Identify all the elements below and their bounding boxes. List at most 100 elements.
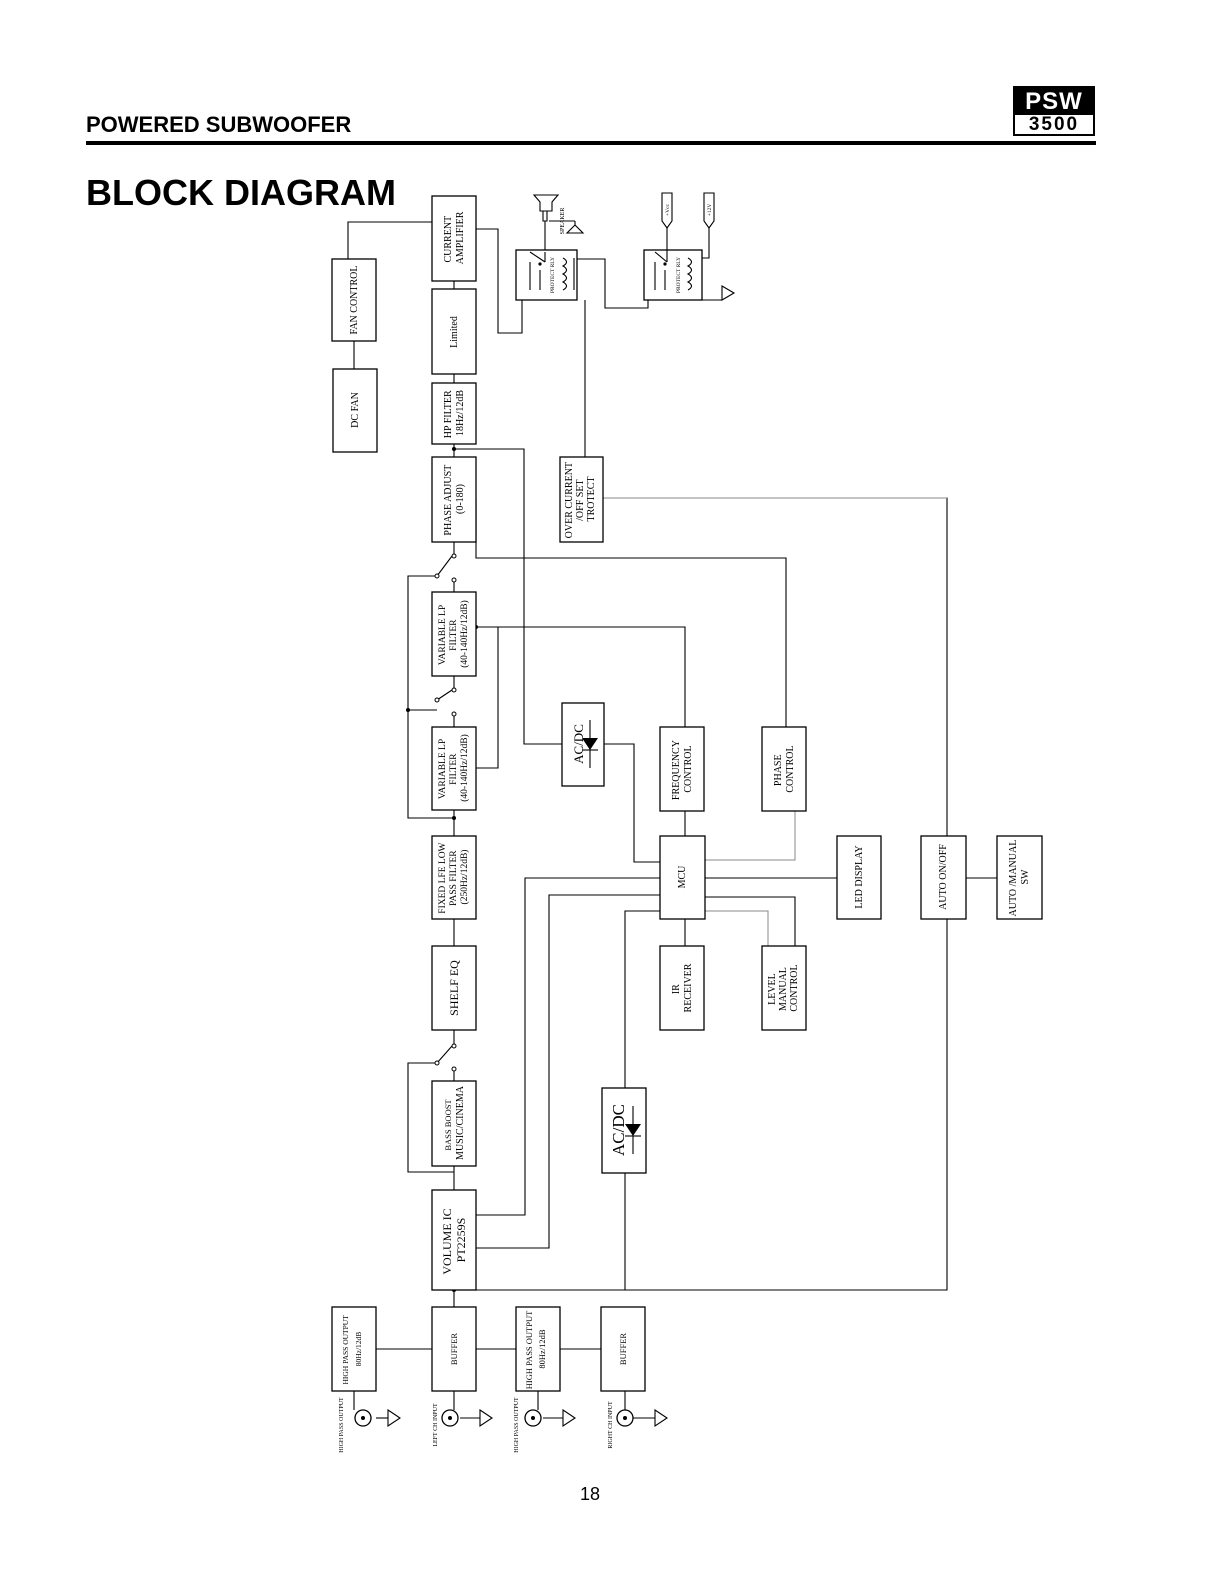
- variable-lp-2-line-1: VARIABLE LP: [438, 739, 448, 799]
- hp-filter-line-2: 18Hz/12dB: [455, 390, 466, 436]
- high-pass-output-2-line-2: 80Hz/12dB: [537, 1329, 547, 1369]
- svg-text:FIXED LFE LOW PASS FIL: FIXED LFE LOW PASS FILTER (250Hz/12dB): [438, 840, 470, 913]
- svg-text:SHELF EQ: SHELF EQ: [447, 960, 461, 1016]
- level-manual-line-3: CONTROL: [789, 964, 800, 1011]
- current-amplifier-line-1: CURRENT: [443, 216, 454, 263]
- svg-text:PROTECT RLY: PROTECT RLY: [676, 257, 682, 293]
- block-bass-boost: BASS BOOST MUSIC/CINEMA: [431, 1080, 477, 1167]
- vcc-label: +Vcc: [665, 203, 671, 216]
- variable-lp-2-line-3: (40-140Hz/12dB): [459, 734, 470, 802]
- svg-text:DC FAN: DC FAN: [350, 392, 361, 428]
- svg-text:FREQUENCY CONTROL: FREQUENCY CONTROL: [671, 738, 694, 800]
- speaker-label: SPEAKER: [560, 208, 566, 235]
- svg-text:HIGH PASS OUTPUT 80Hz/: HIGH PASS OUTPUT 80Hz/12dB: [341, 1313, 363, 1384]
- svg-text:Limited: Limited: [449, 316, 460, 348]
- ground-symbols: [387, 221, 736, 1428]
- acdc-2-label: AC/DC: [609, 1104, 628, 1156]
- variable-lp-1-line-1: VARIABLE LP: [438, 605, 448, 665]
- acdc-1-label: AC/DC: [571, 724, 586, 764]
- block-hp-filter: HP FILTER 18Hz/12dB: [431, 382, 477, 445]
- diode-icon: [625, 1106, 641, 1154]
- jack-high-pass-output-1: HIGH PASS OUTPUT: [339, 1397, 372, 1453]
- level-manual-line-1: LEVEL: [767, 973, 778, 1005]
- block-high-pass-output-1: HIGH PASS OUTPUT 80Hz/12dB: [331, 1306, 377, 1392]
- phase-control-line-2: CONTROL: [785, 745, 796, 792]
- frequency-control-line-2: CONTROL: [683, 745, 694, 792]
- dc-fan-label: DC FAN: [350, 392, 361, 428]
- bass-boost-line-2: MUSIC/CINEMA: [455, 1085, 466, 1160]
- svg-text:+12V: +12V: [707, 204, 713, 217]
- svg-text:LEFT CH INPUT: LEFT CH INPUT: [433, 1403, 439, 1447]
- jack-right-ch-input: RIGHT CH INPUT: [608, 1401, 634, 1449]
- block-over-current: OVER CURRENT /OFF SET TROTECT: [559, 456, 604, 543]
- svg-text:AC/DC: AC/DC: [609, 1104, 628, 1156]
- block-level-manual-control: LEVEL MANUAL CONTROL: [761, 945, 807, 1031]
- relay-1: PROTECT RLY: [515, 249, 578, 301]
- block-auto-manual-sw: AUTO /MANUAL SW: [996, 835, 1043, 920]
- fan-control-label: FAN CONTROL: [349, 266, 360, 335]
- high-pass-output-2-line-1: HIGH PASS OUTPUT: [524, 1310, 534, 1389]
- header-rule: [86, 141, 1096, 145]
- block-volume-ic: VOLUME IC PT2259S: [431, 1189, 477, 1291]
- svg-text:AC/DC: AC/DC: [571, 724, 586, 764]
- svg-text:RIGHT CH INPUT: RIGHT CH INPUT: [608, 1401, 614, 1449]
- buffer-1-label: BUFFER: [449, 1333, 459, 1365]
- phase-adjust-line-2: (0-180): [455, 484, 466, 514]
- svg-text:LED DISPLAY: LED DISPLAY: [854, 845, 865, 908]
- phase-adjust-line-1: PHASE ADJUST: [443, 465, 454, 536]
- fixed-lfe-line-3: (250Hz/12dB): [459, 850, 470, 905]
- block-fixed-lfe-filter: FIXED LFE LOW PASS FILTER (250Hz/12dB): [431, 835, 477, 920]
- block-variable-lp-filter-2: VARIABLE LP FILTER (40-140Hz/12dB): [431, 726, 477, 811]
- block-limited: Limited: [431, 288, 477, 375]
- fixed-lfe-line-2: PASS FILTER: [449, 850, 459, 906]
- variable-lp-1-line-3: (40-140Hz/12dB): [459, 600, 470, 668]
- diode-icon: [582, 720, 598, 768]
- svg-text:+Vcc: +Vcc: [665, 203, 671, 216]
- phase-control-line-1: PHASE: [773, 754, 784, 786]
- auto-manual-sw-line-2: SW: [1020, 869, 1031, 885]
- svg-text:BASS BOOST MUSIC/CINEM: BASS BOOST MUSIC/CINEMA: [438, 1085, 466, 1160]
- svg-text:HIGH PASS OUTPUT: HIGH PASS OUTPUT: [514, 1397, 520, 1453]
- block-variable-lp-filter-1: VARIABLE LP FILTER (40-140Hz/12dB): [431, 591, 477, 677]
- block-high-pass-output-2: HIGH PASS OUTPUT 80Hz/12dB: [515, 1306, 561, 1392]
- jack-3-label: HIGH PASS OUTPUT: [514, 1397, 520, 1453]
- blocks: CURRENT AMPLIFIER FAN CONTROL Limited DC…: [331, 195, 1043, 1392]
- svg-text:PROTECT RLY: PROTECT RLY: [550, 257, 556, 293]
- svg-text:VARIABLE LP FILTER: VARIABLE LP FILTER (40-140Hz/12dB): [438, 734, 470, 802]
- svg-text:MCU: MCU: [677, 865, 688, 889]
- svg-text:VOLUME IC PT2259S: VOLUME IC PT2259S: [440, 1205, 468, 1274]
- block-acdc-2: AC/DC: [601, 1087, 647, 1174]
- block-fan-control: FAN CONTROL: [331, 258, 377, 342]
- svg-text:VARIABLE LP FILTER: VARIABLE LP FILTER (40-140Hz/12dB): [438, 600, 470, 668]
- buffer-2-label: BUFFER: [618, 1333, 628, 1365]
- relay-2-label: PROTECT RLY: [676, 257, 682, 293]
- bass-boost-line-1: BASS BOOST: [443, 1099, 453, 1151]
- high-pass-output-1-line-2: 80Hz/12dB: [354, 1332, 363, 1367]
- svg-text:PHASE CONTROL: PHASE CONTROL: [773, 745, 796, 792]
- page-number: 18: [579, 1484, 601, 1504]
- block-auto-onoff: AUTO ON/OFF: [920, 835, 967, 920]
- svg-text:HP FILTER 18Hz/12dB: HP FILTER 18Hz/12dB: [443, 388, 466, 438]
- frequency-control-line-1: FREQUENCY: [671, 740, 682, 800]
- svg-text:LEVEL MANUAL C: LEVEL MANUAL CONTROL: [767, 964, 800, 1011]
- block-buffer-2: BUFFER: [600, 1306, 646, 1392]
- junctions: [406, 447, 478, 1292]
- brand-logo: PSW 3500: [1013, 86, 1095, 136]
- svg-text:AUTO ON/OFF: AUTO ON/OFF: [938, 844, 949, 910]
- hp-filter-line-1: HP FILTER: [443, 390, 454, 438]
- block-led-display: LED DISPLAY: [836, 835, 882, 920]
- block-shelf-eq: SHELF EQ: [431, 945, 477, 1031]
- svg-text:CURRENT AMPLIFIER: CURRENT AMPLIFIER: [443, 211, 466, 264]
- svg-text:IR RECEIVER: IR RECEIVER: [671, 963, 694, 1012]
- ir-receiver-line-2: RECEIVER: [683, 963, 694, 1012]
- block-phase-control: PHASE CONTROL: [761, 726, 807, 812]
- svg-text:PHASE ADJUST (0-180): PHASE ADJUST (0-180): [443, 462, 466, 535]
- svg-text:FAN CONTROL: FAN CONTROL: [349, 266, 360, 335]
- svg-text:AUTO /MANUAL SW: AUTO /MANUAL SW: [1008, 838, 1031, 917]
- over-current-line-2: /OFF SET: [575, 480, 586, 521]
- variable-lp-2-line-2: FILTER: [449, 753, 459, 785]
- jack-high-pass-output-2: HIGH PASS OUTPUT: [514, 1397, 542, 1453]
- ir-receiver-line-1: IR: [671, 984, 682, 994]
- auto-manual-sw-line-1: AUTO /MANUAL: [1008, 840, 1019, 917]
